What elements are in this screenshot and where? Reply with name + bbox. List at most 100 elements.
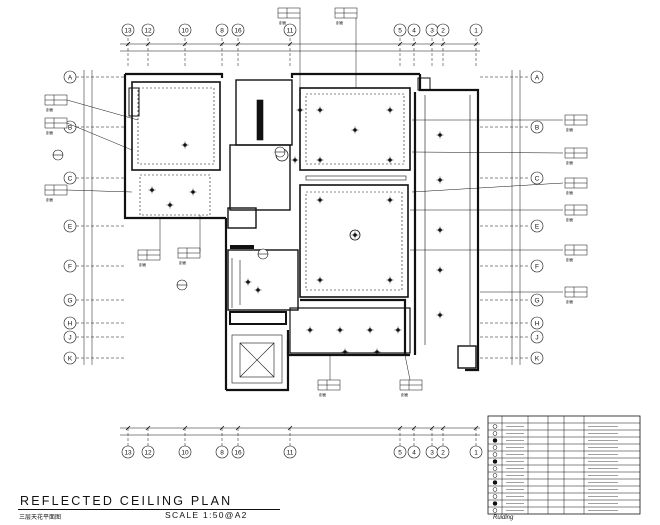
wall-stair-south [226, 340, 290, 392]
dimension-tick [429, 425, 435, 431]
grid-label-right: A [535, 75, 540, 82]
dimension-tick [145, 425, 151, 431]
tag-code: 剖面 [566, 190, 574, 195]
dimension-tick [125, 41, 131, 47]
grid-bubble-bottom [283, 445, 297, 459]
grid-label-bottom: 4 [412, 450, 416, 457]
legend-symbol [492, 501, 498, 506]
grid-label-top: 8 [220, 28, 224, 35]
exterior-wall-east [418, 74, 480, 372]
grid-label-left: J [68, 335, 71, 342]
dimension-tick [473, 41, 479, 47]
dimension-tick [287, 41, 293, 47]
tag-code: 剖面 [566, 127, 574, 132]
grid-label-bottom: 1 [474, 450, 478, 457]
grid-label-left: C [68, 176, 73, 183]
grid-label-right: J [535, 335, 538, 342]
grid-bubble-right [530, 171, 544, 185]
grid-bubble-left [63, 351, 77, 365]
legend-symbol [492, 438, 498, 443]
tag-code: 剖面 [46, 130, 54, 135]
tag-code: 剖面 [179, 260, 187, 265]
grid-label-right: F [535, 264, 539, 271]
grid-label-left: E [68, 224, 73, 231]
grid-label-right: G [534, 298, 539, 305]
grid-bubble-right [530, 259, 544, 273]
drawing-scale: SCALE 1:50@A2 [165, 510, 248, 520]
tag-code: 剖面 [566, 299, 574, 304]
tag-code: 剖面 [279, 20, 287, 25]
grid-bubble-top [141, 23, 155, 37]
grid-bubble-top [231, 23, 245, 37]
grid-bubble-top [407, 23, 421, 37]
tag-code: 剖面 [566, 217, 574, 222]
dimension-tick [473, 425, 479, 431]
grid-bubble-bottom [469, 445, 483, 459]
elevator-car [239, 342, 275, 378]
grid-label-right: C [535, 176, 540, 183]
room-bedroom-ceiling [131, 81, 221, 171]
room-master-ceiling [299, 87, 411, 171]
bedroom-cove [137, 87, 215, 165]
grid-label-bottom: 2 [441, 450, 445, 457]
grid-label-top: 11 [287, 28, 294, 35]
living-cove [305, 191, 403, 291]
grid-bubble-top [469, 23, 483, 37]
grid-bubble-top [178, 23, 192, 37]
grid-label-left: F [68, 264, 72, 271]
grid-bubble-left [63, 219, 77, 233]
grid-bubble-left [63, 330, 77, 344]
dimension-tick [440, 425, 446, 431]
grid-bubble-right [530, 219, 544, 233]
dimension-tick [287, 425, 293, 431]
grid-bubble-left [63, 70, 77, 84]
tag-code: 剖面 [46, 107, 54, 112]
grid-label-bottom: 8 [220, 450, 224, 457]
beam [229, 311, 287, 325]
elevator-cross-b [239, 342, 275, 378]
legend-symbol [492, 459, 498, 464]
grid-label-top: 4 [412, 28, 416, 35]
dimension-tick [429, 41, 435, 47]
grid-label-top: 3 [430, 28, 434, 35]
grid-label-right: K [535, 356, 540, 363]
grid-bubble-left [63, 293, 77, 307]
light-strip [230, 245, 254, 249]
grid-label-top: 13 [124, 28, 132, 35]
tag-leader [411, 182, 564, 193]
grid-label-right: H [535, 321, 540, 328]
legend-symbol [492, 452, 498, 457]
grid-bubble-bottom [141, 445, 155, 459]
room-corridor [289, 307, 411, 354]
study-cove [139, 174, 211, 216]
tag-leader [404, 354, 411, 381]
tag-code: 剖面 [139, 262, 147, 267]
grid-label-right: B [535, 125, 539, 132]
dimension-tick [182, 425, 188, 431]
grid-bubble-bottom [215, 445, 229, 459]
dimension-tick [235, 425, 241, 431]
grid-bubble-top [121, 23, 135, 37]
wall-mid-south [300, 298, 407, 355]
room-living-ceiling [299, 184, 409, 298]
tag-code: 剖面 [319, 392, 327, 397]
dimension-tick [397, 41, 403, 47]
tag-code: 剖面 [566, 160, 574, 165]
elevator-shaft [231, 334, 283, 384]
dimension-tick [145, 41, 151, 47]
grid-bubble-top [436, 23, 450, 37]
room-bath [235, 79, 293, 146]
grid-label-bottom: 12 [144, 450, 152, 457]
drawing-subtitle: 三层天花平面图 [19, 515, 62, 521]
grid-bubble-bottom [407, 445, 421, 459]
exterior-wall-north-a [125, 72, 224, 78]
drawing-title: REFLECTED CEILING PLAN [20, 494, 233, 508]
tag-code: 剖面 [401, 392, 409, 397]
grid-label-bottom: 3 [430, 450, 434, 457]
tag-code: 剖面 [566, 257, 574, 262]
tag-leader [66, 122, 133, 151]
grid-bubble-left [63, 171, 77, 185]
dimension-tick [411, 41, 417, 47]
grid-bubble-bottom [121, 445, 135, 459]
grid-bubble-top [283, 23, 297, 37]
